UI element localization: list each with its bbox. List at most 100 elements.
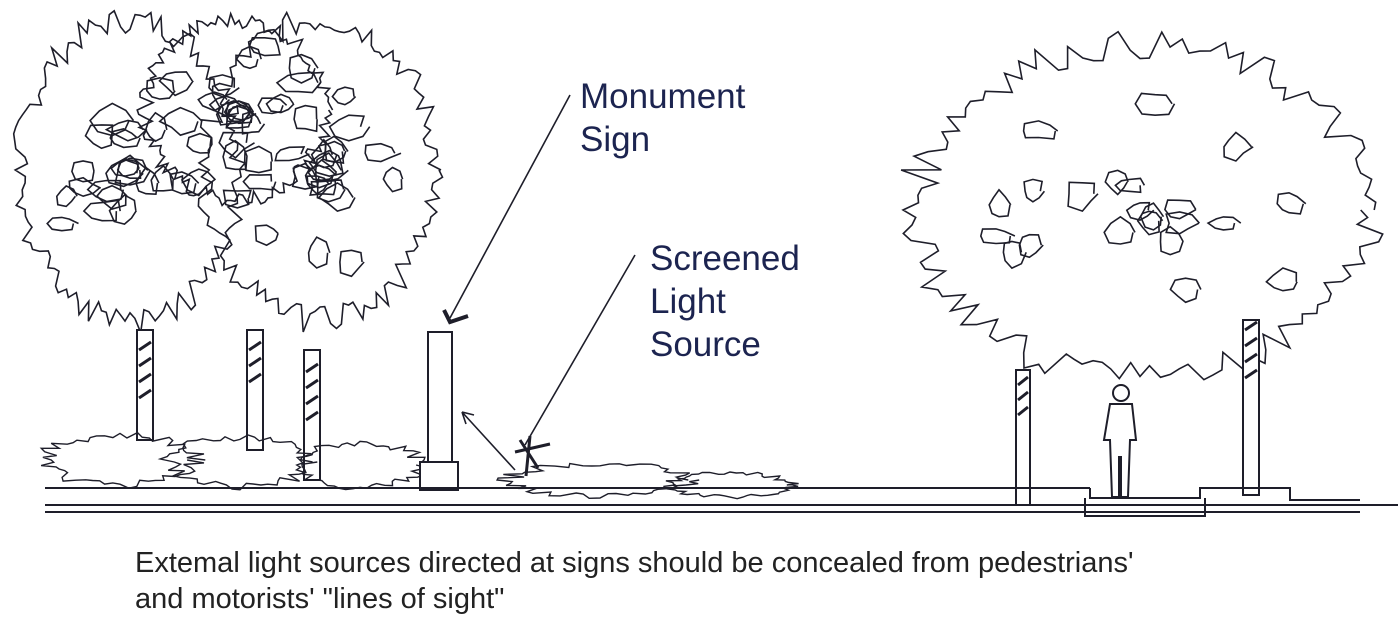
foliage-outline bbox=[86, 179, 125, 203]
foliage-outline bbox=[71, 160, 95, 183]
foliage-outline bbox=[254, 224, 279, 247]
foliage-outline bbox=[339, 249, 365, 278]
foliage-outline bbox=[105, 158, 144, 188]
foliage-outline bbox=[1136, 210, 1164, 236]
label-line: Sign bbox=[580, 120, 651, 159]
foliage-outline bbox=[321, 140, 347, 164]
foliage-outline bbox=[495, 462, 700, 500]
foliage-outline bbox=[222, 189, 252, 209]
foliage-outline bbox=[114, 154, 152, 186]
foliage-outline bbox=[1169, 277, 1202, 304]
foliage-outline bbox=[157, 434, 318, 491]
foliage-outline bbox=[84, 124, 114, 150]
tree-canopies bbox=[12, 9, 1384, 381]
foliage-outline bbox=[331, 86, 357, 106]
foliage-outline bbox=[222, 139, 248, 171]
label-screened-light-source: Screened Light Source bbox=[650, 237, 800, 366]
foliage-outline bbox=[308, 149, 344, 178]
foliage-outline bbox=[223, 100, 255, 125]
foliage-outline bbox=[1265, 267, 1298, 292]
foliage-outline bbox=[307, 158, 338, 182]
caption-line: and motorists' "lines of sight" bbox=[135, 583, 505, 615]
trunk-hatching bbox=[138, 320, 1258, 422]
tree-trunk bbox=[136, 329, 154, 441]
shrubs bbox=[39, 431, 799, 500]
foliage-outline bbox=[208, 95, 241, 117]
foliage-outline bbox=[328, 114, 371, 142]
foliage-outline bbox=[364, 142, 402, 163]
foliage-outline bbox=[46, 216, 79, 232]
foliage-outline bbox=[39, 431, 206, 489]
light-fixture bbox=[514, 435, 551, 477]
foliage-outline bbox=[12, 9, 247, 336]
foliage-outline bbox=[89, 102, 135, 137]
caption-line: Extemal light sources directed at signs … bbox=[135, 547, 1134, 579]
foliage-outline bbox=[1206, 216, 1242, 231]
foliage-outline bbox=[288, 53, 319, 84]
foliage-outline bbox=[663, 471, 799, 500]
foliage-outline bbox=[317, 182, 356, 212]
foliage-outline bbox=[55, 185, 78, 208]
foliage-outline bbox=[95, 184, 128, 210]
foliage-outline bbox=[158, 106, 203, 137]
caption: Extemal light sources directed at signs … bbox=[135, 545, 1134, 617]
foliage-outline bbox=[1104, 169, 1129, 196]
foliage-outline bbox=[242, 173, 277, 191]
foliage-outline bbox=[225, 100, 252, 123]
foliage-outline bbox=[274, 146, 310, 162]
foliage-outline bbox=[1114, 177, 1146, 194]
foliage-outline bbox=[988, 188, 1012, 218]
tree-trunk bbox=[1015, 369, 1031, 506]
foliage-outline bbox=[215, 100, 254, 126]
foliage-outline bbox=[248, 37, 281, 57]
foliage-outline bbox=[1023, 178, 1046, 203]
foliage-outline bbox=[82, 199, 121, 222]
foliage-outline bbox=[109, 128, 141, 149]
label-line: Light bbox=[650, 282, 726, 321]
foliage-outline bbox=[197, 10, 444, 333]
foliage-outline bbox=[1002, 240, 1027, 270]
foliage-outline bbox=[265, 93, 295, 114]
foliage-outline bbox=[1103, 215, 1136, 245]
foliage-outline bbox=[1223, 131, 1254, 162]
foliage-outline bbox=[208, 74, 240, 98]
foliage-outline bbox=[900, 30, 1384, 381]
foliage-outline bbox=[158, 71, 194, 97]
foliage-outline bbox=[1067, 181, 1099, 213]
foliage-outline bbox=[1022, 120, 1059, 140]
foliage-outline bbox=[304, 164, 338, 189]
foliage-outline bbox=[1164, 199, 1197, 220]
label-line: Screened bbox=[650, 239, 800, 278]
foliage-outline bbox=[382, 166, 404, 193]
foliage-outline bbox=[241, 110, 266, 135]
label-line: Source bbox=[650, 325, 761, 364]
foliage-outline bbox=[1134, 92, 1176, 117]
foliage-outline bbox=[235, 45, 262, 70]
foliage-outline bbox=[218, 131, 255, 159]
foliage-outline bbox=[1018, 233, 1044, 259]
foliage-outline bbox=[1159, 225, 1185, 256]
foliage-outline bbox=[294, 440, 430, 491]
leader-lines bbox=[442, 94, 636, 471]
foliage-outline bbox=[186, 132, 213, 154]
tree-trunk bbox=[1242, 319, 1260, 496]
foliage-outline bbox=[1165, 211, 1201, 235]
pedestrian-figure bbox=[1102, 384, 1138, 498]
foliage-outline bbox=[309, 179, 337, 197]
foliage-outline bbox=[104, 119, 148, 142]
foliage-outline bbox=[110, 158, 140, 177]
label-monument-sign: Monument Sign bbox=[580, 75, 745, 161]
foliage-outline bbox=[243, 145, 273, 174]
foliage-outline bbox=[136, 11, 334, 207]
ground bbox=[45, 487, 1398, 517]
foliage-outline bbox=[225, 105, 253, 129]
foliage-outline bbox=[108, 194, 137, 225]
monument-sign bbox=[419, 331, 459, 491]
foliage-outline bbox=[307, 236, 331, 269]
foliage-outline bbox=[68, 176, 102, 198]
foliage-outline bbox=[316, 179, 346, 203]
foliage-outline bbox=[1125, 201, 1155, 221]
foliage-outline bbox=[1276, 191, 1307, 215]
